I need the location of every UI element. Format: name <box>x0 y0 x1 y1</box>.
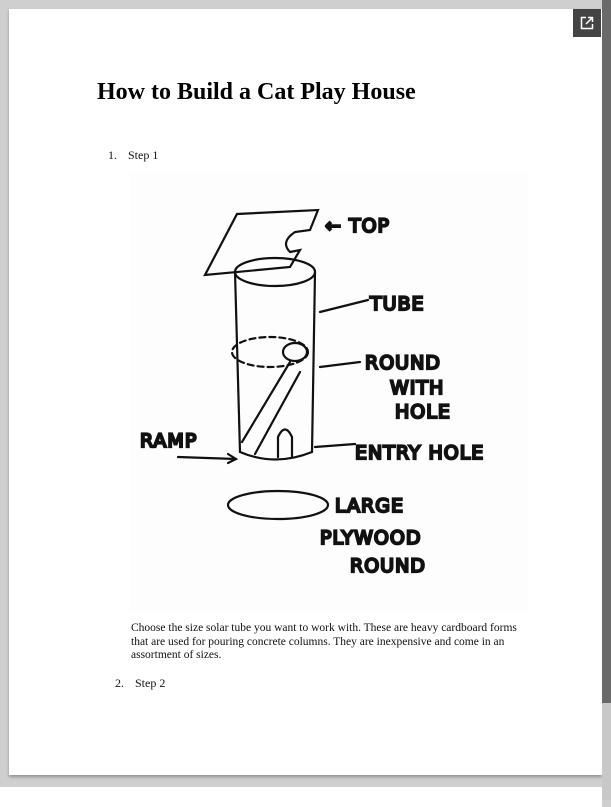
next-page <box>0 787 602 807</box>
step-number: 1. <box>108 148 117 162</box>
step-1-description: Choose the size solar tube you want to w… <box>131 622 517 661</box>
sketch-label-with: WITH <box>390 377 444 399</box>
sketch-label-large: LARGE <box>335 495 404 517</box>
sketch-label-round: ROUND <box>365 352 441 374</box>
step-label: Step 2 <box>135 676 166 690</box>
sketch-label-round-bottom: ROUND <box>350 555 426 577</box>
sketch-label-plywood: PLYWOOD <box>320 527 421 549</box>
document-page: How to Build a Cat Play House 1. Step 1 … <box>9 9 602 775</box>
sketch-label-ramp: RAMP <box>140 430 197 452</box>
sketch-label-entry-hole: ENTRY HOLE <box>355 442 484 464</box>
vertical-scrollbar[interactable] <box>602 0 611 800</box>
scrollbar-thumb[interactable] <box>602 0 611 703</box>
page-title: How to Build a Cat Play House <box>97 79 416 105</box>
popout-button[interactable] <box>573 9 601 37</box>
sketch-label-tube: TUBE <box>369 293 425 315</box>
sketch-label-hole: HOLE <box>395 401 451 423</box>
step-label: Step 1 <box>128 148 159 162</box>
cat-house-sketch-image: ← TOP TUBE ROUND WITH HOLE RAMP ENTRY HO… <box>130 172 528 612</box>
open-in-new-icon <box>580 16 594 30</box>
step-number: 2. <box>115 676 124 690</box>
sketch-label-top: ← TOP <box>325 215 390 237</box>
